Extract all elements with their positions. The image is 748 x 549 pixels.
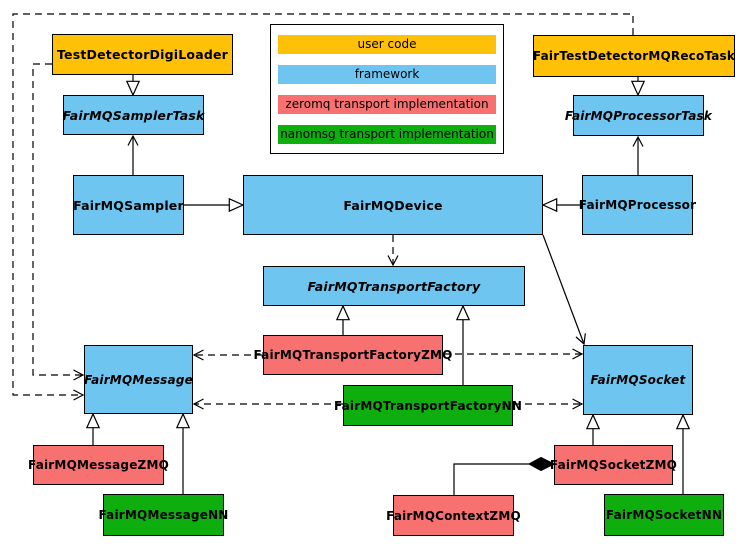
node-fairmqsamplertask: FairMQSamplerTask bbox=[62, 95, 204, 135]
inheritance-edges bbox=[93, 75, 683, 494]
edge-device-socket bbox=[542, 234, 586, 346]
node-fairmqtransportfactorynn: FairMQTransportFactoryNN bbox=[334, 385, 522, 426]
node-fairmqsocket: FairMQSocket bbox=[583, 345, 693, 415]
dependency-edges bbox=[12, 13, 634, 410]
node-fairmqmessagezmq: FairMQMessageZMQ bbox=[28, 445, 169, 485]
legend-item-user-code: user code bbox=[278, 34, 496, 54]
composition-edge bbox=[453, 456, 556, 495]
node-fairmqprocessortask: FairMQProcessorTask bbox=[565, 95, 712, 136]
legend-item-zeromq: zeromq transport implementation bbox=[278, 94, 496, 114]
node-fairmqmessage: FairMQMessage bbox=[84, 345, 193, 414]
node-fairmqmessagenn: FairMQMessageNN bbox=[98, 494, 228, 536]
node-fairmqsocketnn: FairMQSocketNN bbox=[604, 494, 724, 536]
node-fairtestdetectormqrecotask: FairTestDetectorMQRecoTask bbox=[533, 35, 735, 77]
node-testdetectordigiloader: TestDetectorDigiLoader bbox=[52, 34, 233, 75]
node-fairmqdevice: FairMQDevice bbox=[243, 175, 543, 235]
node-fairmqprocessor: FairMQProcessor bbox=[579, 175, 696, 235]
legend: user code framework zeromq transport imp… bbox=[270, 24, 504, 154]
legend-item-nanomsg: nanomsg transport implementation bbox=[278, 124, 496, 144]
node-fairmqtransportfactory: FairMQTransportFactory bbox=[263, 266, 525, 306]
association-edges bbox=[127, 134, 644, 346]
edge-contextzmq-socketzmq bbox=[453, 463, 531, 495]
node-fairmqcontextzmq: FairMQContextZMQ bbox=[386, 495, 521, 536]
node-fairmqsocketzmq: FairMQSocketZMQ bbox=[550, 445, 677, 485]
legend-item-framework: framework bbox=[278, 64, 496, 84]
node-fairmqtransportfactoryzmq: FairMQTransportFactoryZMQ bbox=[253, 335, 452, 375]
edge-digiloader-message bbox=[32, 63, 85, 381]
node-fairmqsampler: FairMQSampler bbox=[73, 175, 184, 235]
edge-recotask-message bbox=[12, 13, 634, 401]
